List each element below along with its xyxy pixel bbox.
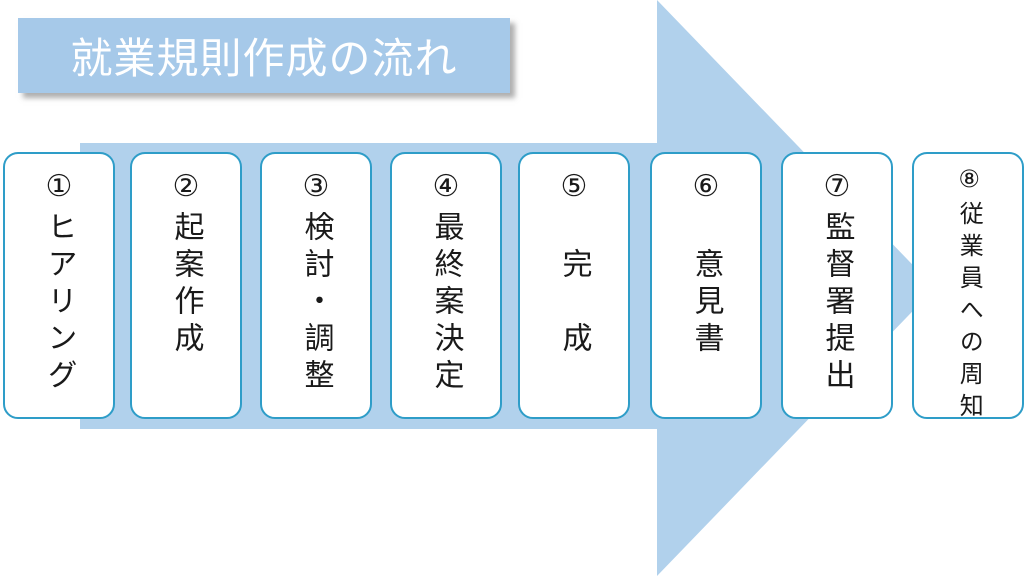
step-label: ⑤ 完 成 [557, 169, 591, 359]
step-label: ⑧従業員への周知 [955, 165, 983, 425]
step-box-review-adjust: ③検討・調整 [260, 152, 372, 419]
step-label: ③検討・調整 [299, 169, 333, 396]
page-title: 就業規則作成の流れ [70, 35, 458, 82]
step-label: ⑦監督署提出 [820, 169, 854, 396]
title-banner: 就業規則作成の流れ [18, 18, 510, 93]
step-box-completion: ⑤ 完 成 [518, 152, 630, 419]
step-label: ⑥ 意見書 [689, 169, 723, 359]
step-box-opinion-letter: ⑥ 意見書 [650, 152, 762, 419]
step-label: ②起案作成 [169, 169, 203, 359]
step-box-hearing: ①ヒアリング [3, 152, 115, 419]
step-box-notify-employees: ⑧従業員への周知 [912, 152, 1024, 425]
step-label: ④最終案決定 [429, 169, 463, 396]
step-label: ①ヒアリング [42, 169, 76, 396]
flow-arrow-shape [80, 0, 935, 576]
step-box-draft-creation: ②起案作成 [130, 152, 242, 419]
step-box-final-decision: ④最終案決定 [390, 152, 502, 419]
step-box-submit-inspection-office: ⑦監督署提出 [781, 152, 893, 419]
